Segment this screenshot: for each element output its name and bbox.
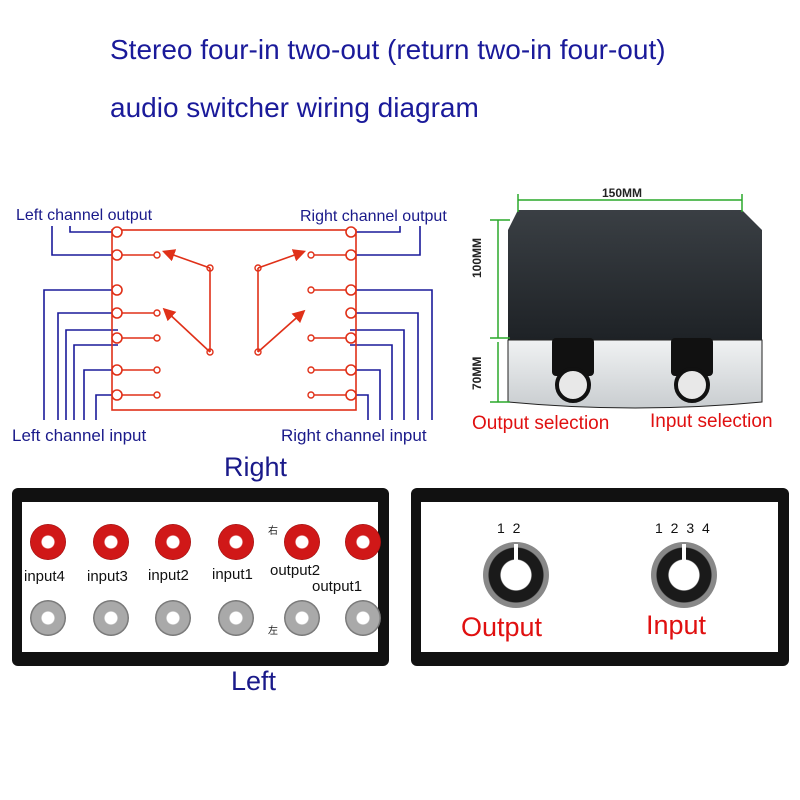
- product-knob-input: [671, 338, 713, 403]
- jack-label-input3: input3: [87, 568, 128, 585]
- input-knob-label: Input: [646, 610, 707, 640]
- input-selection-label: Input selection: [650, 411, 773, 432]
- right-channel-char: 右: [268, 526, 278, 537]
- rear-panel-face: input4 input3 input2 input1 output2 outp…: [22, 502, 381, 652]
- left-terminals: [111, 226, 123, 401]
- jack-right-input3: [93, 524, 129, 560]
- jack-left-input2: [155, 600, 191, 636]
- right-channel-output-label: Right channel output: [300, 208, 447, 225]
- right-channel-input-label: Right channel input: [281, 426, 427, 445]
- left-channel-output-label: Left channel output: [16, 207, 153, 224]
- jack-left-input3: [93, 600, 129, 636]
- jack-left-input1: [218, 600, 254, 636]
- jack-left-output1: [345, 600, 381, 636]
- right-terminals: [345, 226, 357, 401]
- width-dimension: 150MM: [602, 186, 643, 200]
- diagram-title-line1: Stereo four-in two-out (return two-in fo…: [110, 34, 666, 65]
- jack-label-output2: output2: [270, 562, 321, 579]
- output-knob-label: Output: [461, 612, 543, 642]
- left-channel-char: 左: [268, 626, 278, 637]
- front-panel-face: 1 2 1 2 3 4 Output Input: [421, 502, 778, 652]
- input-selector-knob[interactable]: [651, 542, 717, 608]
- jack-label-output1: output1: [312, 578, 363, 595]
- jack-right-input4: [30, 524, 66, 560]
- input-knob-numbers: 1 2 3 4: [655, 520, 712, 536]
- jack-label-input2: input2: [148, 567, 189, 584]
- front-panel: 1 2 1 2 3 4 Output Input: [411, 488, 789, 666]
- left-channel-input-label: Left channel input: [12, 426, 147, 445]
- jack-label-input1: input1: [212, 566, 253, 583]
- rotary-arms: [161, 249, 307, 353]
- depth-dimension: 70MM: [470, 356, 484, 390]
- switch-outline: [111, 229, 357, 411]
- jack-left-input4: [30, 600, 66, 636]
- output-knob-numbers: 1 2: [497, 520, 523, 536]
- jack-right-output1: [345, 524, 381, 560]
- jack-right-output2: [284, 524, 320, 560]
- rear-panel: input4 input3 input2 input1 output2 outp…: [12, 488, 389, 666]
- output-selection-label: Output selection: [472, 413, 610, 434]
- height-dimension: 100MM: [470, 237, 484, 278]
- output-selector-knob[interactable]: [483, 542, 549, 608]
- rear-panel-left-label: Left: [231, 666, 277, 696]
- right-wires: [350, 226, 433, 420]
- jack-right-input2: [155, 524, 191, 560]
- product-knob-output: [552, 338, 594, 403]
- rear-panel-right-label: Right: [224, 452, 288, 482]
- jack-right-input1: [218, 524, 254, 560]
- wiring-schematic: [43, 226, 433, 420]
- jack-left-output2: [284, 600, 320, 636]
- diagram-title-line2: audio switcher wiring diagram: [110, 92, 479, 123]
- jack-label-input4: input4: [24, 568, 65, 585]
- product-photo: [490, 194, 763, 409]
- left-wires: [43, 226, 118, 420]
